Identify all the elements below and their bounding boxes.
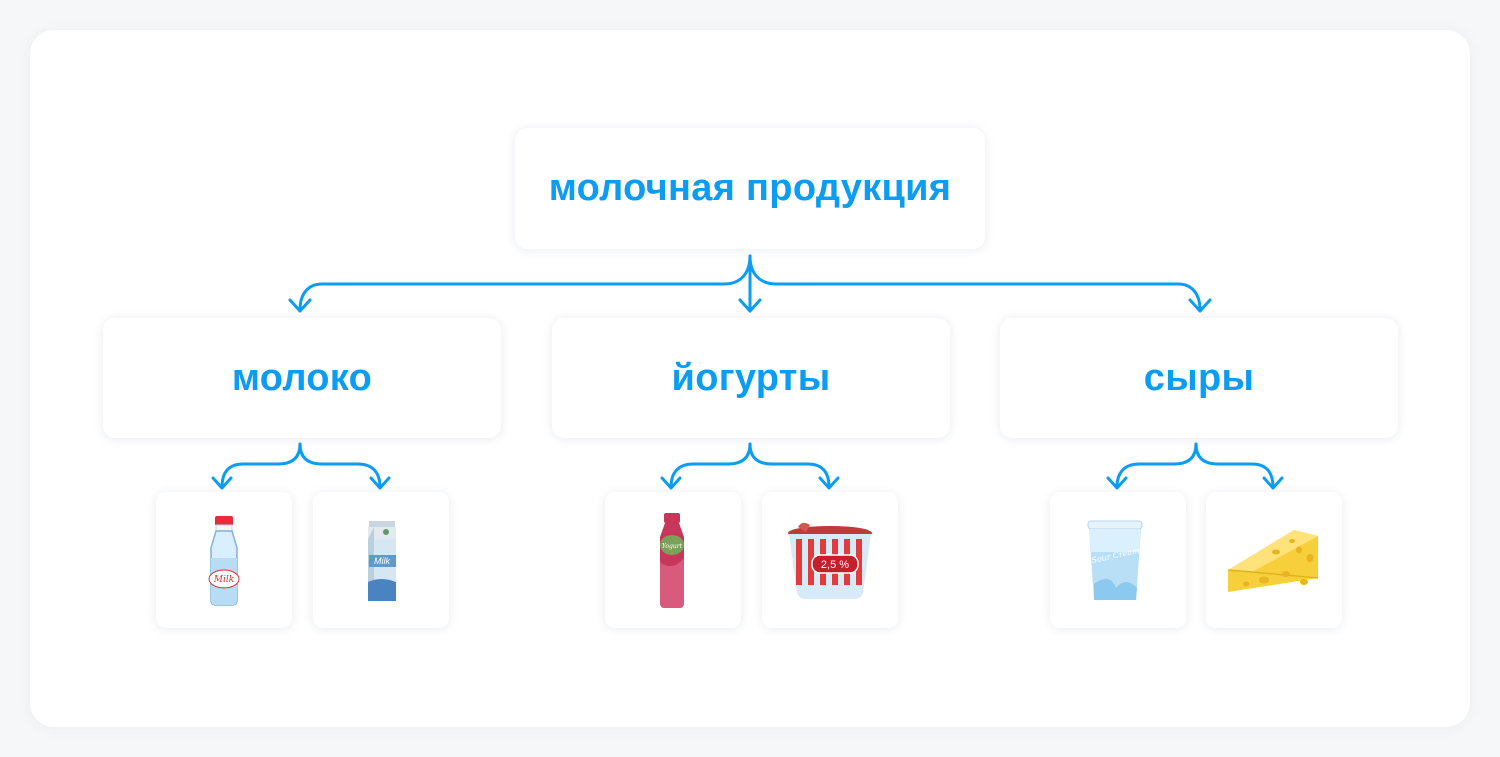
arrow-head-moloko-left — [211, 476, 233, 490]
category-node-moloko: молоко — [103, 318, 501, 438]
arrow-head-syry-right — [1262, 476, 1284, 490]
item-tile-cheese — [1206, 492, 1342, 628]
yogurt-cup-icon: 2,5 % — [788, 522, 872, 599]
cheese-icon — [1227, 530, 1319, 592]
item-tile-milk-carton: Milk — [313, 492, 449, 628]
milk-bottle-icon: Milk — [208, 516, 240, 606]
milk-carton-icon: Milk — [368, 521, 396, 601]
category-label-syry: сыры — [1143, 356, 1255, 399]
yogurt-bottle-text: Yogurt — [662, 543, 683, 550]
category-label-moloko: молоко — [231, 356, 373, 399]
yogurt-bottle-icon: Yogurt — [660, 513, 684, 608]
connector-moloko-right — [298, 442, 382, 489]
connector-syry-left — [1115, 442, 1198, 489]
item-tile-sour-cream: Sour Cream — [1050, 492, 1186, 628]
connector-yogurty-right — [748, 442, 831, 489]
arrow-head-moloko — [288, 298, 312, 313]
milk-bottle-text: Milk — [213, 575, 234, 585]
milk-carton-text: Milk — [374, 556, 390, 566]
arrow-head-moloko-right — [369, 476, 391, 490]
arrow-head-syry — [1188, 298, 1212, 313]
yogurt-cup-text: 2,5 % — [821, 559, 849, 571]
arrow-head-syry-left — [1106, 476, 1128, 490]
arrow-head-yogurty-right — [818, 476, 840, 490]
item-tile-yogurt-cup: 2,5 % — [762, 492, 898, 628]
connector-moloko-left — [220, 442, 302, 489]
sour-cream-icon: Sour Cream — [1087, 520, 1143, 600]
connector-root-to-moloko — [298, 254, 752, 312]
category-label-yogurty: йогурты — [671, 356, 831, 399]
category-node-syry: сыры — [1000, 318, 1398, 438]
arrow-head-yogurty-left — [660, 476, 682, 490]
root-node: молочная продукция — [515, 128, 985, 249]
item-tile-milk-bottle: Milk — [156, 492, 292, 628]
connector-syry-right — [1194, 442, 1275, 489]
root-label: молочная продукция — [548, 167, 952, 209]
item-tile-yogurt-bottle: Yogurt — [605, 492, 741, 628]
connector-root-to-syry — [748, 254, 1202, 312]
category-node-yogurty: йогурты — [552, 318, 950, 438]
connector-yogurty-left — [669, 442, 752, 489]
arrow-head-yogurty — [738, 298, 762, 313]
